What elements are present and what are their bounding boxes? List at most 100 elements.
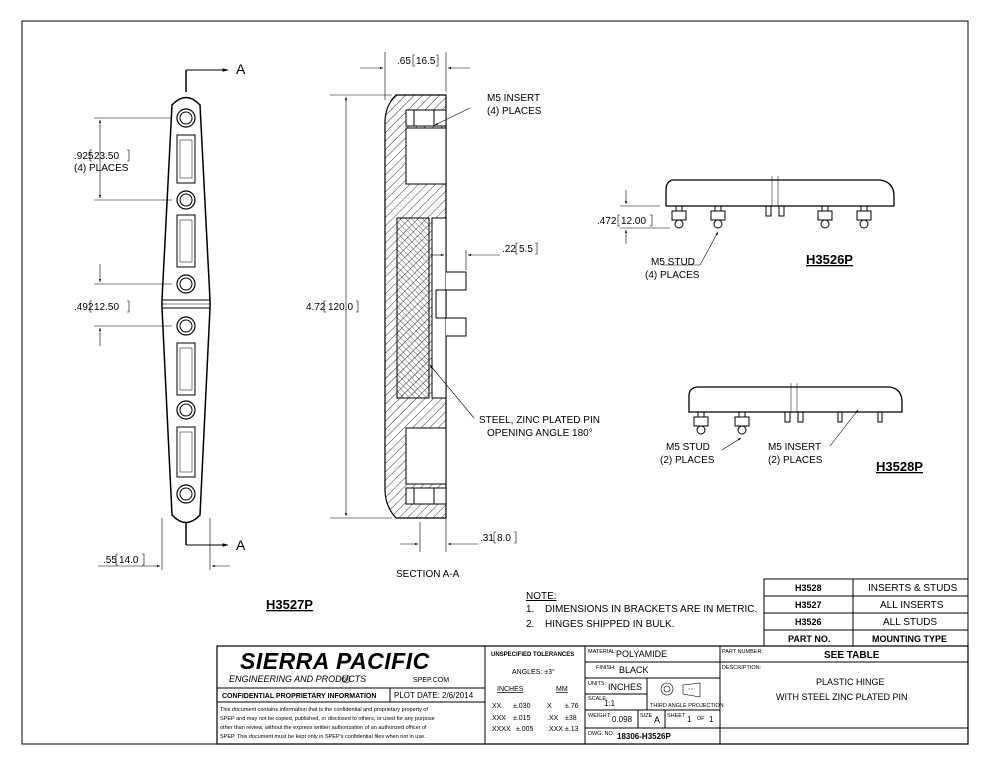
- weight-label: WEIGHT:: [588, 713, 611, 719]
- callout-pin-1: STEEL, ZINC PLATED PIN: [479, 415, 600, 426]
- table-header-part: PART NO.: [788, 634, 830, 644]
- table-header-type: MOUNTING TYPE: [872, 634, 947, 644]
- part-label-h3528p: H3528P: [876, 459, 923, 474]
- section-a-a-view: .65 16.5 4.72 120.0 .22 5.5 .31 8.0 M5 I…: [306, 52, 600, 580]
- scale-label: SCALE:: [588, 696, 608, 702]
- confidential-line: SPEP and may not be copied, published, o…: [220, 716, 435, 722]
- dim-length-mm: 120.0: [328, 302, 353, 313]
- insert-hole: [176, 274, 196, 294]
- table-part: H3528: [795, 583, 822, 593]
- stud: [856, 205, 872, 229]
- note-number: 1.: [526, 604, 534, 615]
- part-label-h3526p: H3526P: [806, 252, 853, 267]
- dim-top-mm: 16.5: [416, 56, 436, 67]
- callout-pin-2: OPENING ANGLE 180°: [487, 428, 593, 439]
- tol-mm-head: MM: [556, 686, 568, 693]
- part-number-value: SEE TABLE: [824, 650, 880, 661]
- part-table: H3528 INSERTS & STUDS H3527 ALL INSERTS …: [763, 578, 969, 647]
- table-type: ALL INSERTS: [880, 600, 944, 611]
- callout-stud-1b: (4) PLACES: [645, 270, 700, 281]
- dwg-number: 18306-H3526P: [617, 732, 671, 741]
- plot-date-label: PLOT DATE:: [394, 691, 440, 700]
- tol-cell: ±.13: [565, 726, 579, 733]
- sheet-label: SHEET: [667, 713, 686, 719]
- note-text: DIMENSIONS IN BRACKETS ARE IN METRIC.: [545, 604, 757, 615]
- callout-insert-2: M5 INSERT: [768, 442, 821, 453]
- stud: [817, 205, 833, 229]
- confidential-title: CONFIDENTIAL PROPRIETARY INFORMATION: [222, 693, 376, 700]
- insert-hole: [176, 190, 196, 210]
- dim-width: .55: [103, 555, 117, 566]
- dim-width-mm: 14.0: [119, 555, 139, 566]
- dim-top: .65: [397, 56, 411, 67]
- tol-cell: ±.005: [516, 726, 534, 733]
- insert-hole: [176, 316, 196, 336]
- material-label: MATERIAL:: [588, 649, 617, 655]
- dim-pitch: .925: [74, 151, 94, 162]
- insert-hole: [176, 484, 196, 504]
- stud: [671, 205, 687, 229]
- section-a-top: A: [236, 61, 246, 77]
- confidential-line: SPEP. This document must be kept only in…: [220, 734, 426, 740]
- stud: [734, 411, 750, 435]
- dim-pin: .22: [502, 244, 516, 255]
- insert-hole: [176, 108, 196, 128]
- insert-hole: [176, 400, 196, 420]
- tol-cell: .XXX: [547, 726, 563, 733]
- table-part: H3526: [795, 617, 822, 627]
- weight-value: 0.098: [612, 715, 633, 724]
- callout-stud-2: M5 STUD: [666, 442, 710, 453]
- finish-value: BLACK: [619, 665, 649, 675]
- tol-cell: .XXXX: [490, 726, 511, 733]
- table-part: H3527: [795, 600, 822, 610]
- description-line-1: PLASTIC HINGE: [816, 677, 885, 687]
- company-sub: ENGINEERING AND PRODUCTS: [229, 674, 366, 684]
- company-name: SIERRA PACIFIC: [240, 648, 430, 674]
- plot-date: 2/6/2014: [442, 691, 474, 700]
- dim-bottom: .31: [480, 533, 494, 544]
- h3528p-view: M5 STUD (2) PLACES M5 INSERT (2) PLACES …: [660, 383, 923, 474]
- section-label: SECTION A-A: [396, 569, 460, 580]
- note-text: HINGES SHIPPED IN BULK.: [545, 619, 674, 630]
- section-a-bottom: A: [236, 537, 246, 553]
- stud: [710, 205, 726, 229]
- size-label: SIZE: [640, 713, 653, 719]
- dwg-label: DWG. NO.: [588, 731, 615, 737]
- tol-cell: .XXX: [490, 715, 506, 722]
- callout-stud-2b: (2) PLACES: [660, 455, 715, 466]
- dim-bottom-mm: 8.0: [497, 533, 511, 544]
- notes: NOTE: 1. DIMENSIONS IN BRACKETS ARE IN M…: [526, 591, 757, 630]
- dim-center: .492: [74, 302, 94, 313]
- units-label: UNITS:: [588, 681, 607, 687]
- finish-label: FINISH:: [596, 665, 616, 671]
- tol-cell: .XX: [490, 703, 502, 710]
- projection-label: THIRD ANGLE PROJECTION: [650, 703, 724, 709]
- confidential-line: This document contains information that …: [220, 707, 428, 713]
- description-label: DESCRIPTION:: [722, 665, 762, 671]
- tol-cell: ±.030: [513, 703, 531, 710]
- callout-insert-1: M5 INSERT: [487, 93, 540, 104]
- tol-cell: ±.76: [565, 703, 579, 710]
- dim-pin-mm: 5.5: [519, 244, 533, 255]
- note-number: 2.: [526, 619, 534, 630]
- part-label-h3527p: H3527P: [266, 597, 313, 612]
- h3526p-view: .472 12.00 M5 STUD (4) PLACES H3526P: [597, 176, 895, 281]
- tol-inches-head: INCHES: [497, 686, 524, 693]
- material-value: POLYAMIDE: [616, 649, 667, 659]
- notes-title: NOTE:: [526, 591, 557, 602]
- third-angle-projection-icon: [660, 682, 701, 698]
- dim-length: 4.72: [306, 302, 326, 313]
- title-block: SIERRA PACIFIC ENGINEERING AND PRODUCTS …: [216, 645, 969, 745]
- h3527p-front-view: A A .925 23.50 (4) PLACES: [74, 61, 313, 612]
- callout-stud-1: M5 STUD: [651, 257, 695, 268]
- description-line-2: WITH STEEL ZINC PLATED PIN: [776, 692, 908, 702]
- table-type: ALL STUDS: [883, 617, 937, 628]
- tol-angles: ANGLES: ±3°: [512, 668, 555, 676]
- registered-mark: ®: [344, 677, 349, 684]
- table-type: INSERTS & STUDS: [868, 583, 958, 594]
- dim-pitch-mm: 23.50: [94, 151, 119, 162]
- callout-insert-2b: (2) PLACES: [768, 455, 823, 466]
- sheet-total: 1: [709, 715, 714, 724]
- part-number-label: PART NUMBER:: [722, 649, 763, 655]
